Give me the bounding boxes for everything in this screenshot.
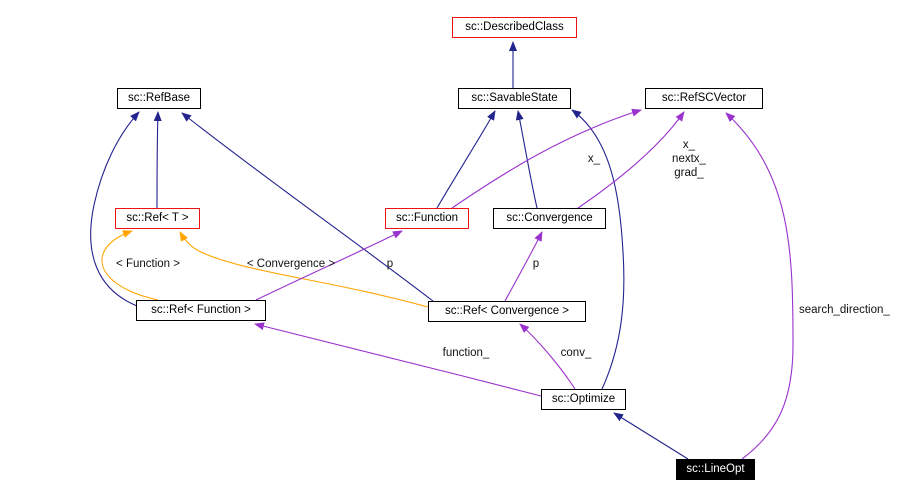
edge-usage-convergence-refscvector: [577, 111, 685, 209]
edge-usage-optimize-reffunction: [254, 322, 542, 397]
edge-label-x-line: x_: [682, 139, 696, 151]
class-node-sc-refbase[interactable]: sc::RefBase: [117, 88, 201, 109]
edge-template-reffunction-reft: [101, 230, 159, 301]
edge-inherit-optimize-savablestate: [571, 109, 625, 390]
class-node-sc-lineopt-current: sc::LineOpt: [676, 459, 755, 480]
edge-label-x: x_: [587, 153, 601, 165]
edge-label-grad-line: grad_: [674, 167, 704, 179]
edge-usage-lineopt-refscvector: [725, 112, 794, 460]
class-node-sc-ref-function[interactable]: sc::Ref< Function >: [136, 300, 266, 321]
edge-usage-optimize-refconvergence: [519, 323, 576, 390]
class-node-sc-optimize[interactable]: sc::Optimize: [541, 389, 626, 410]
edge-label-p-convergence: p: [532, 258, 540, 270]
edge-usage-refconvergence-convergence: [504, 231, 543, 302]
edge-label-x-nextx-grad: x_ nextx_ grad_: [672, 138, 706, 180]
edge-label-function-member: function_: [442, 347, 490, 359]
class-node-sc-refscvector[interactable]: sc::RefSCVector: [645, 88, 763, 109]
edge-label-template-convergence: < Convergence >: [246, 258, 336, 270]
class-node-sc-function[interactable]: sc::Function: [385, 208, 469, 229]
edge-label-conv-member: conv_: [560, 347, 592, 359]
edge-inherit-convergence-savablestate: [515, 110, 538, 209]
edge-usage-reffunction-function: [255, 230, 403, 301]
class-node-sc-ref-convergence[interactable]: sc::Ref< Convergence >: [428, 301, 586, 322]
edge-label-template-function: < Function >: [116, 258, 180, 270]
edge-inherit-function-savablestate: [436, 110, 496, 209]
edge-inherit-reft-refbase: [153, 111, 162, 209]
edge-label-p-function: p: [386, 258, 394, 270]
class-node-sc-savablestate[interactable]: sc::SavableState: [458, 88, 571, 109]
class-node-sc-describedclass[interactable]: sc::DescribedClass: [452, 17, 577, 38]
edge-inherit-lineopt-optimize: [613, 412, 689, 460]
edge-inherit-reffunction-refbase: [90, 111, 140, 307]
edge-usage-function-refscvector: [451, 108, 642, 209]
edge-template-refconvergence-reft: [179, 231, 429, 308]
edge-inherit-refconvergence-refbase: [181, 112, 434, 302]
class-node-sc-convergence[interactable]: sc::Convergence: [493, 208, 606, 229]
class-node-sc-ref-t[interactable]: sc::Ref< T >: [115, 208, 200, 229]
edge-label-search-direction: search_direction_: [799, 304, 890, 316]
edge-label-nextx-line: nextx_: [672, 153, 706, 165]
